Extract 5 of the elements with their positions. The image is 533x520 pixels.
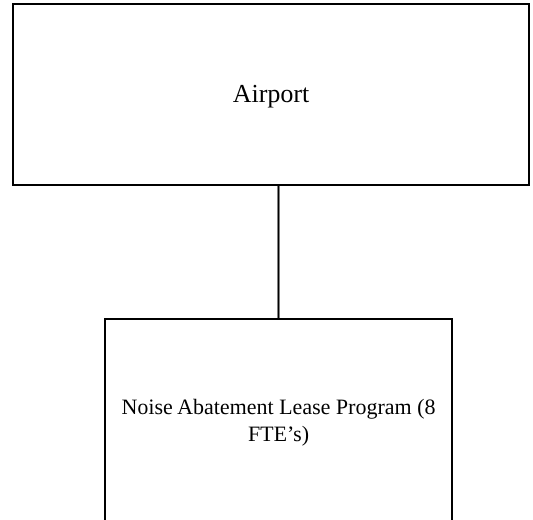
box-label: Airport xyxy=(232,78,310,110)
org-box xyxy=(12,3,530,186)
box-label: Noise Abatement Lease Program (8 FTE’s) xyxy=(120,392,436,448)
connector-line xyxy=(278,186,280,318)
org-box xyxy=(104,318,453,520)
